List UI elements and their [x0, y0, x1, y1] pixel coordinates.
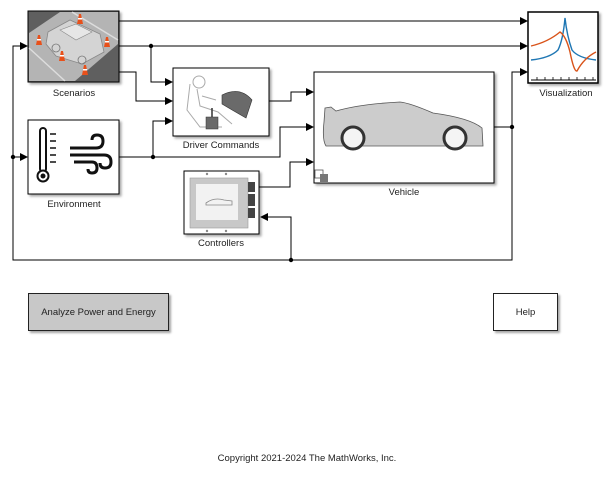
block-scenarios[interactable] — [27, 10, 120, 83]
block-driver-commands[interactable] — [172, 67, 270, 137]
wire-vehicle-feedback[interactable] — [12, 42, 513, 261]
label-visualization: Visualization — [539, 88, 593, 99]
label-environment: Environment — [47, 199, 101, 210]
block-controllers[interactable] — [183, 170, 260, 235]
subsystem-variant-icon — [314, 169, 328, 182]
wire-feedback-to-controllers[interactable] — [260, 213, 292, 260]
block-visualization[interactable] — [527, 11, 599, 84]
wire-scenarios-to-driver-2[interactable] — [119, 71, 173, 105]
branch-points — [10, 43, 515, 263]
wire-vehicle-to-visualization[interactable] — [494, 68, 528, 128]
analyze-power-energy-button[interactable]: Analyze Power and Energy — [28, 293, 169, 331]
label-driver-commands: Driver Commands — [182, 140, 260, 151]
block-vehicle[interactable] — [313, 71, 495, 184]
wire-scenarios-to-driver-1[interactable] — [150, 46, 173, 86]
ecu-icon — [189, 172, 255, 233]
scope-plot-icon — [530, 17, 597, 81]
plot-line-blue — [530, 17, 597, 61]
wire-driver-to-vehicle[interactable] — [269, 88, 314, 102]
label-controllers: Controllers — [198, 238, 244, 249]
signal-lines — [12, 17, 528, 261]
copyright-text: Copyright 2021-2024 The MathWorks, Inc. — [217, 453, 397, 464]
plot-line-orange — [530, 31, 597, 72]
driver-seat-icon — [186, 75, 253, 130]
car-silhouette-icon — [322, 101, 484, 151]
label-vehicle: Vehicle — [388, 187, 420, 198]
wire-environment-out[interactable] — [119, 123, 314, 158]
help-button[interactable]: Help — [493, 293, 558, 331]
wire-controllers-to-vehicle[interactable] — [259, 158, 314, 188]
wire-environment-to-driver[interactable] — [152, 117, 173, 157]
road-cones-car-icon — [28, 11, 119, 82]
label-scenarios: Scenarios — [52, 88, 96, 99]
thermometer-wind-icon — [36, 127, 113, 183]
block-environment[interactable] — [27, 119, 120, 195]
